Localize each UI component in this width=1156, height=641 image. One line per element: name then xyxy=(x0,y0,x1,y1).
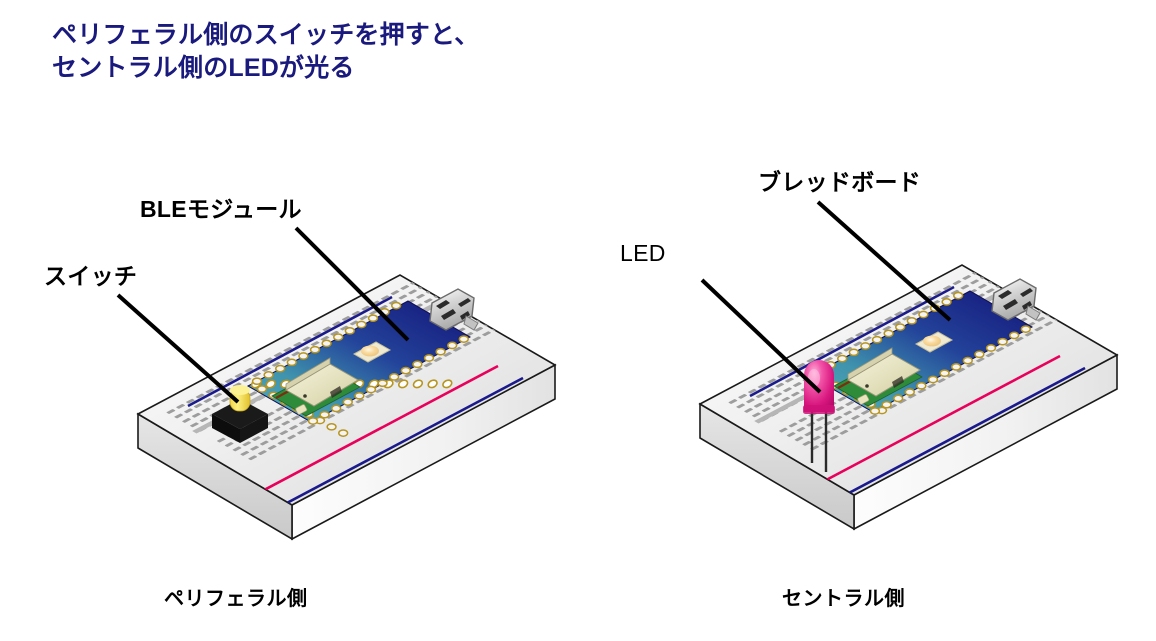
ble-module-left xyxy=(246,288,479,470)
page-title-line-2: セントラル側のLEDが光る xyxy=(52,54,355,82)
leader-line-switch xyxy=(116,293,240,404)
ble-shield-can-right-edge xyxy=(847,347,893,381)
micro-usb-left xyxy=(429,288,479,331)
page-title-line-1: ペリフェラル側のスイッチを押すと、 xyxy=(52,21,480,49)
ble-can-left-dot xyxy=(303,394,307,398)
breadboard-right xyxy=(698,264,1119,531)
ble-right-smd-part xyxy=(857,394,870,405)
ble-module-right-pad-row-upper xyxy=(813,291,964,376)
switch-left-side-face xyxy=(212,414,240,443)
callout-label-ble-module: BLEモジュール xyxy=(140,196,302,222)
switch-left-front-face xyxy=(240,414,268,443)
module-smd-led-left-lens xyxy=(361,345,379,357)
leader-line-breadboard xyxy=(816,200,952,322)
module-smd-led-right-lens xyxy=(923,335,941,347)
through-hole-led-right[interactable] xyxy=(803,360,835,472)
page-title: ペリフェラル側のスイッチを押すと、 セントラル側のLEDが光る xyxy=(52,19,479,85)
ble-can-right-dot xyxy=(865,384,869,388)
led-right-lens xyxy=(804,360,834,412)
rail-line-blue-top-right xyxy=(749,285,955,398)
switch-left-button-top xyxy=(230,385,250,395)
callout-label-switch: スイッチ xyxy=(44,263,138,289)
ble-can-left-mark xyxy=(330,386,342,398)
leader-line-led xyxy=(700,278,822,394)
leader-line-ble-module xyxy=(294,226,410,342)
ble-shield-can-left-edge xyxy=(285,357,331,391)
rail-line-red-bottom-right xyxy=(812,354,1061,489)
caption-central: セントラル側 xyxy=(782,588,905,610)
ble-module-right xyxy=(808,278,1041,415)
ble-module-right-pad-row-right xyxy=(869,325,1031,415)
breadboard-left xyxy=(136,274,557,541)
rail-line-red-bottom-left xyxy=(250,364,499,499)
rail-line-blue-bottom-left xyxy=(267,376,524,505)
ble-left-smd-part xyxy=(295,404,308,415)
ble-can-right-mark xyxy=(892,376,904,388)
led-right-flange xyxy=(803,405,835,414)
callout-label-led: LED xyxy=(620,240,666,266)
leader-lines xyxy=(116,200,952,404)
caption-peripheral: ペリフェラル側 xyxy=(164,588,308,610)
ble-module-left-pad-row-right xyxy=(307,335,469,425)
tactile-switch-left[interactable] xyxy=(212,385,268,443)
rail-line-blue-bottom-right xyxy=(829,366,1086,495)
callout-label-breadboard: ブレッドボード xyxy=(758,169,922,195)
micro-usb-right xyxy=(991,278,1041,321)
